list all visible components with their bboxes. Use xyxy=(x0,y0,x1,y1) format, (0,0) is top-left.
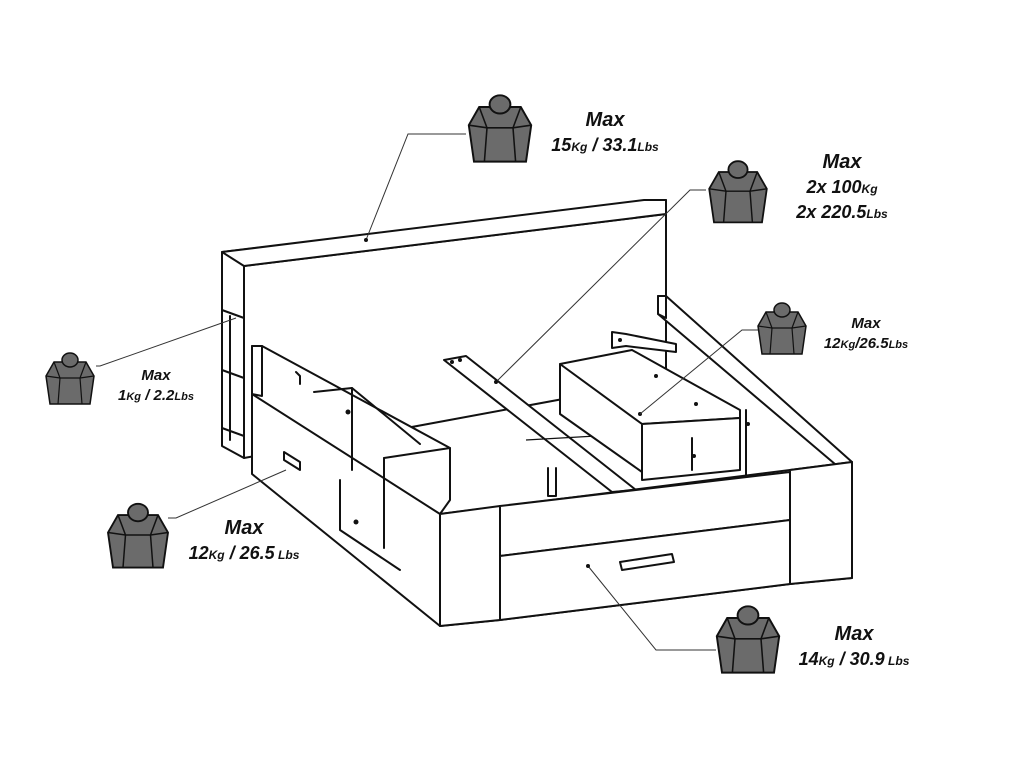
label-segment: 1 xyxy=(118,387,126,404)
label-line: 2x 220.5Lbs xyxy=(795,202,888,222)
label-segment: 26.5 xyxy=(239,543,276,563)
label-segment: 2.2 xyxy=(153,387,176,404)
label-segment: 15 xyxy=(551,135,572,155)
label-segment: Lbs xyxy=(885,654,910,668)
label-line: 12Kg/26.5Lbs xyxy=(824,335,908,352)
weight-icon xyxy=(757,302,807,355)
label-segment: Lbs xyxy=(637,140,659,154)
label-segment: / xyxy=(141,387,154,404)
label-segment: Kg xyxy=(126,391,141,403)
label-line: 12Kg / 26.5 Lbs xyxy=(189,543,300,563)
weight-icon xyxy=(708,160,768,224)
label-line: Max xyxy=(835,623,875,645)
label-segment: Kg xyxy=(841,339,856,351)
label-segment: Max xyxy=(835,623,875,645)
label-line: Max xyxy=(823,151,863,173)
label-line: Max xyxy=(851,315,881,332)
weight-icon xyxy=(715,605,781,674)
label-side-drawer: Max 12Kg / 26.5 Lbs xyxy=(189,517,300,563)
label-segment: / xyxy=(854,335,861,352)
label-segment: Lbs xyxy=(275,548,300,562)
label-segment: / xyxy=(835,649,850,669)
label-segment: / xyxy=(225,543,240,563)
label-segment: Max xyxy=(141,367,171,384)
label-line: Max xyxy=(225,517,265,539)
right-storage-box xyxy=(559,349,750,481)
label-segment: Lbs xyxy=(889,339,909,351)
footboard xyxy=(439,461,853,627)
weight-icon xyxy=(107,502,169,569)
label-segment: Kg xyxy=(209,548,226,562)
label-segment: Kg xyxy=(571,140,588,154)
label-line: Max xyxy=(141,367,171,384)
label-right-storage: Max 12Kg/26.5Lbs xyxy=(824,315,908,352)
label-segment: 33.1 xyxy=(602,135,637,155)
label-headboard-shelf: Max 1Kg / 2.2Lbs xyxy=(118,367,194,404)
weight-icon xyxy=(45,352,95,405)
label-segment: Max xyxy=(851,315,881,332)
label-segment: 2x 100 xyxy=(805,177,861,197)
leader-lines xyxy=(96,133,758,651)
label-line: 14Kg / 30.9 Lbs xyxy=(799,649,910,669)
bed-drawing xyxy=(221,199,853,627)
label-segment: 12 xyxy=(824,335,841,352)
label-line: Max xyxy=(586,109,626,131)
label-segment: 14 xyxy=(799,649,819,669)
label-line: 15Kg / 33.1Lbs xyxy=(551,135,659,155)
label-segment: Lbs xyxy=(866,207,888,221)
label-bed-frame: Max 2x 100Kg 2x 220.5Lbs xyxy=(795,151,888,222)
label-segment: 26.5 xyxy=(858,335,889,352)
left-side-panel xyxy=(251,345,451,627)
label-line: 2x 100Kg xyxy=(805,177,878,197)
label-segment: Max xyxy=(225,517,265,539)
label-segment: 12 xyxy=(189,543,209,563)
label-segment: Kg xyxy=(819,654,836,668)
label-segment: Max xyxy=(586,109,626,131)
label-line: 1Kg / 2.2Lbs xyxy=(118,387,194,404)
label-segment: 2x 220.5 xyxy=(795,202,867,222)
label-segment: Lbs xyxy=(174,391,194,403)
label-headboard-top: Max 15Kg / 33.1Lbs xyxy=(551,109,659,155)
label-segment: Max xyxy=(823,151,863,173)
weight-icon xyxy=(467,94,533,163)
label-segment: 30.9 xyxy=(850,649,885,669)
label-segment: / xyxy=(587,135,602,155)
label-foot-drawer: Max 14Kg / 30.9 Lbs xyxy=(799,623,910,669)
label-segment: Kg xyxy=(862,182,879,196)
